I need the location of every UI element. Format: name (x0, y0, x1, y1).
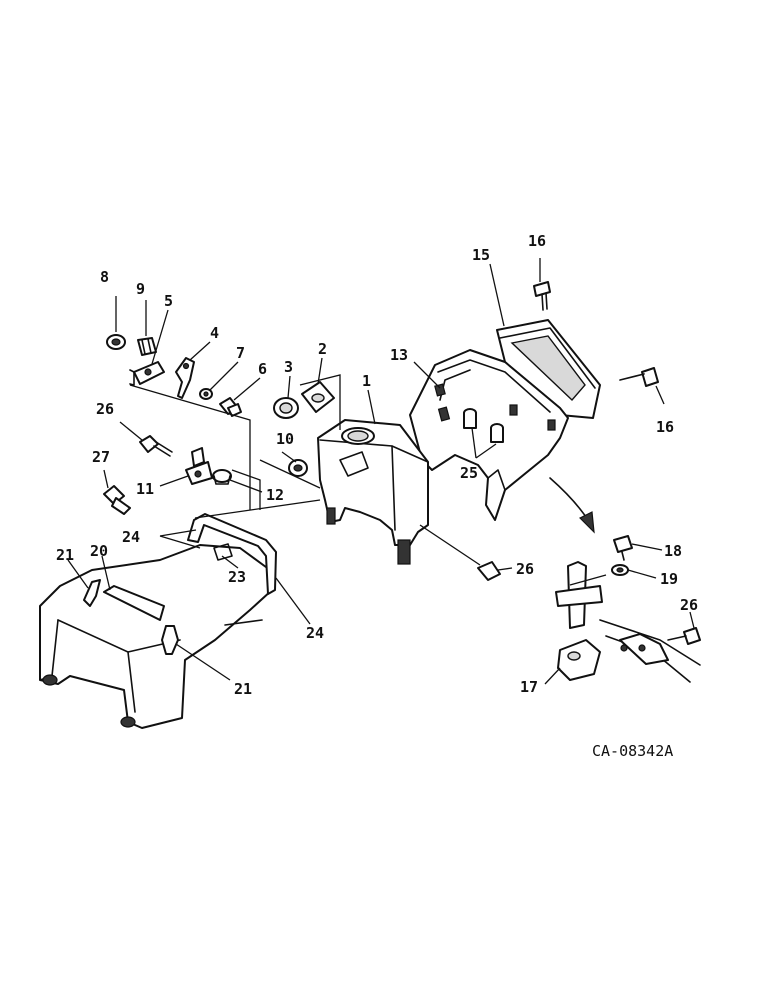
callout-12: 12 (266, 486, 284, 504)
callout-16-top: 16 (528, 232, 546, 250)
part-19-washer (611, 564, 629, 576)
callout-3: 3 (284, 358, 293, 376)
part-9-switch (137, 337, 157, 356)
part-1-steering-housing (317, 419, 429, 565)
callout-26-right: 26 (516, 560, 534, 578)
part-27-fitting (103, 485, 131, 515)
callout-24-bottom: 24 (306, 624, 324, 642)
part-10-grommet (288, 459, 308, 477)
callout-18: 18 (664, 542, 682, 560)
callout-16-side: 16 (656, 418, 674, 436)
callout-leaders (67, 258, 695, 685)
part-6-screw (219, 397, 242, 417)
part-4-lever (175, 357, 195, 399)
callout-19: 19 (660, 570, 678, 588)
assembly-guide-lines (129, 374, 607, 586)
callout-27: 27 (92, 448, 110, 466)
part-15-top-cowl (496, 319, 601, 419)
part-18-bolt (613, 535, 633, 561)
part-21-clip-right (161, 625, 179, 655)
callout-labels: 8 9 5 4 7 6 3 2 1 13 15 16 16 26 10 25 2… (56, 232, 698, 698)
callout-26-left: 26 (96, 400, 114, 418)
callout-7: 7 (236, 344, 245, 362)
callout-6: 6 (258, 360, 267, 378)
part-5-bracket (129, 361, 165, 386)
callout-26-hinge: 26 (680, 596, 698, 614)
arrow-icon (549, 477, 595, 534)
callout-23: 23 (228, 568, 246, 586)
part-11-bracket (185, 447, 213, 485)
callout-4: 4 (210, 324, 219, 342)
callout-21-left: 21 (56, 546, 74, 564)
part-26-bolt-hinge (667, 627, 701, 645)
part-23-clip (213, 543, 233, 561)
part-8-nut (106, 334, 126, 350)
part-26-bolt-right (477, 561, 501, 581)
part-2-plate (301, 381, 335, 413)
callout-11: 11 (136, 480, 154, 498)
callout-2: 2 (318, 340, 327, 358)
part-16-bolt-top (533, 281, 551, 311)
part-17-hinge-assembly (555, 561, 701, 683)
callout-5: 5 (164, 292, 173, 310)
part-7-washer (199, 388, 213, 400)
part-3-grommet (273, 397, 299, 419)
callout-20: 20 (90, 542, 108, 560)
callout-21-bottom: 21 (234, 680, 252, 698)
callout-15: 15 (472, 246, 490, 264)
part-20-strip (103, 585, 165, 621)
part-12-knob (212, 469, 232, 485)
reference-code: CA-08342A (592, 742, 673, 760)
callout-13: 13 (390, 346, 408, 364)
part-13-dash-housing (409, 349, 569, 521)
callout-9: 9 (136, 280, 145, 298)
callout-25: 25 (460, 464, 478, 482)
part-21-clip-left (83, 579, 101, 607)
callout-24-top: 24 (122, 528, 140, 546)
callout-8: 8 (100, 268, 109, 286)
callout-10: 10 (276, 430, 294, 448)
callout-17: 17 (520, 678, 538, 696)
callout-1: 1 (362, 372, 371, 390)
part-16-bolt-side (619, 367, 659, 387)
part-26-bolt-left (139, 435, 173, 457)
part-24-handle (187, 513, 277, 595)
